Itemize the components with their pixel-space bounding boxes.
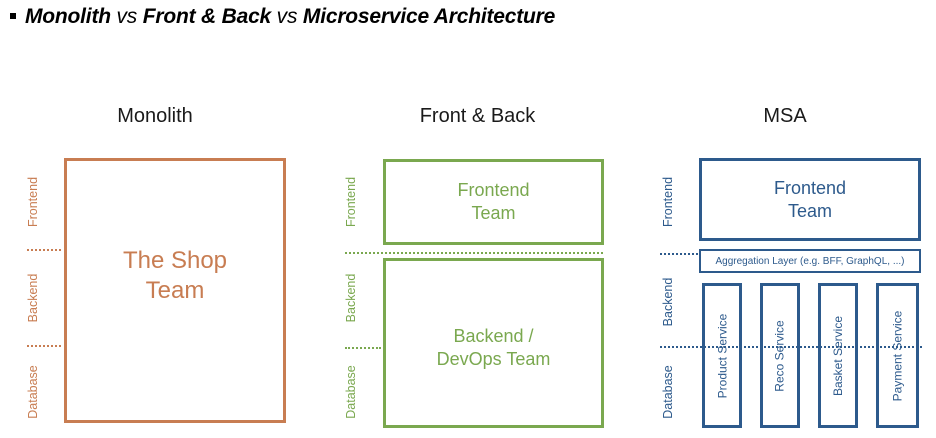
- front-back-database-label: Database: [344, 365, 358, 419]
- monolith-frontend-label: Frontend: [26, 176, 40, 228]
- msa-database-label: Database: [661, 365, 675, 419]
- msa-reco-service-box: Reco Service: [760, 283, 800, 428]
- monolith-divider-2: [27, 345, 61, 347]
- front-back-divider-2: [345, 347, 381, 349]
- msa-frontend-team-box: Frontend Team: [699, 158, 921, 241]
- msa-aggregation-layer-box: Aggregation Layer (e.g. BFF, GraphQL, ..…: [699, 249, 921, 273]
- front-back-title: Front & Back: [419, 105, 536, 127]
- msa-frontend-line-1: Frontend: [773, 177, 847, 198]
- monolith-backend-label: Backend: [26, 273, 40, 323]
- monolith-title: Monolith: [117, 105, 193, 127]
- monolith-divider-1: [27, 249, 61, 251]
- page-title: Monolith vs Front & Back vs Microservice…: [25, 5, 555, 29]
- monolith-shop-team-box: The Shop Team: [64, 158, 286, 423]
- msa-basket-service-box: Basket Service: [818, 283, 858, 428]
- front-back-frontend-line-2: Team: [471, 203, 516, 223]
- front-back-frontend-team-box: Frontend Team: [383, 159, 604, 245]
- front-back-backend-label: Backend: [344, 273, 358, 323]
- title-part-monolith: Monolith: [25, 5, 111, 28]
- msa-divider-2: [660, 346, 922, 348]
- title-vs-2: vs: [271, 5, 303, 28]
- msa-payment-service-box: Payment Service: [876, 283, 919, 428]
- front-back-backend-devops-box: Backend / DevOps Team: [383, 258, 604, 428]
- msa-reco-service-label: Reco Service: [773, 319, 787, 392]
- bullet-marker: [10, 13, 16, 19]
- front-back-frontend-label: Frontend: [344, 176, 358, 228]
- title-part-microservice: Microservice Architecture: [302, 5, 556, 28]
- msa-frontend-line-2: Team: [787, 200, 832, 221]
- title-vs-1: vs: [110, 5, 143, 28]
- msa-backend-label: Backend: [661, 277, 675, 327]
- monolith-box-line-2: Team: [145, 276, 205, 304]
- msa-divider-1: [660, 253, 698, 255]
- msa-title: MSA: [763, 105, 807, 127]
- msa-frontend-label: Frontend: [661, 176, 675, 228]
- title-part-front-back: Front & Back: [142, 5, 272, 28]
- front-back-backend-line-2: DevOps Team: [436, 349, 551, 369]
- msa-product-service-label: Product Service: [715, 313, 730, 398]
- msa-basket-service-label: Basket Service: [831, 315, 846, 396]
- front-back-divider-1: [345, 252, 603, 254]
- msa-payment-service-label: Payment Service: [890, 310, 905, 401]
- front-back-frontend-line-1: Frontend: [457, 180, 530, 200]
- monolith-database-label: Database: [26, 365, 40, 419]
- front-back-backend-line-1: Backend /: [453, 326, 534, 346]
- monolith-box-line-1: The Shop: [122, 246, 228, 274]
- msa-product-service-box: Product Service: [702, 283, 742, 428]
